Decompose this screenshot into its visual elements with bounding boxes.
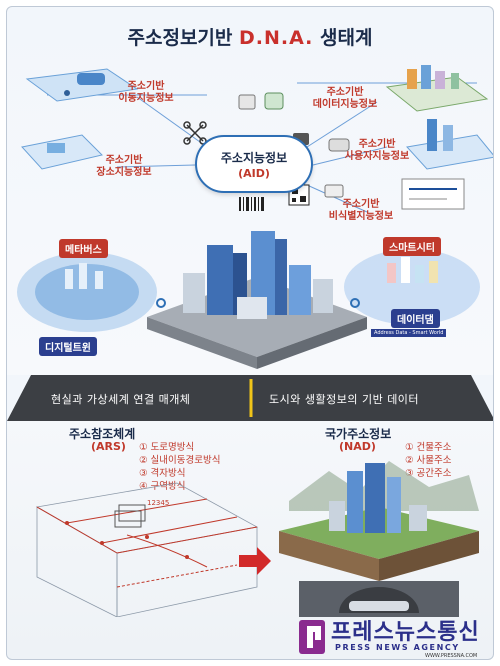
tag-datadam: 데이터댐 (391, 309, 440, 328)
user-city-illustration (406, 119, 493, 170)
central-city-platform (147, 231, 367, 369)
ars-grid-diagram (35, 482, 271, 617)
data-city-illustration (385, 65, 489, 112)
cloud-subtitle: (AID) (238, 167, 270, 180)
metaverse-disc (17, 252, 157, 332)
page-title: 주소정보기반 D.N.A. 생태계 (127, 27, 373, 49)
nad-item: ② 사물주소 (405, 455, 452, 466)
aid-cloud (195, 135, 313, 193)
ars-subtitle: (ARS) (91, 440, 126, 453)
drone-icon (183, 121, 207, 145)
tag-metaverse: 메타버스 (59, 239, 108, 258)
tag-twin: 디지털트윈 (39, 337, 97, 356)
car-illustration (25, 68, 139, 102)
smartcity-disc (344, 249, 480, 325)
road-text-right: 도시와 생활정보의 기반 데이터 (269, 393, 420, 406)
brand-mark-icon (299, 620, 325, 654)
brand-logo: 프레스뉴스통신 PRESS NEWS AGENCY WWW.PRESSNA.CO… (295, 614, 491, 659)
nad-title: 국가주소정보 (325, 427, 392, 441)
ars-dimension-label: 12345 (147, 499, 170, 507)
ars-title: 주소참조체계 (69, 427, 136, 441)
brand-english: PRESS NEWS AGENCY (335, 643, 460, 652)
nad-subtitle: (NAD) (339, 440, 376, 453)
place-illustration (21, 134, 103, 170)
road-markings (7, 375, 493, 421)
title-accent: D.N.A. (239, 27, 314, 49)
nad-city-diagram (279, 461, 479, 617)
infographic-frame: 주소정보기반 D.N.A. 생태계 (6, 6, 494, 660)
nad-item: ① 건물주소 (405, 442, 452, 453)
ars-item: ② 실내이동경로방식 (139, 455, 221, 466)
ars-list: ① 도로명방식 ② 실내이동경로방식 ③ 격자방식 ④ 구역방식 (139, 441, 220, 493)
brand-name: 프레스뉴스통신 (331, 620, 480, 645)
nad-item: ③ 공간주소 (405, 468, 452, 479)
top-diagram (17, 65, 493, 369)
brand-url: WWW.PRESSNA.COM (425, 653, 478, 659)
road-text-left: 현실과 가상세계 연결 매개체 (51, 393, 191, 406)
ars-item: ③ 격자방식 (139, 468, 186, 479)
datadam-subtitle: Address Data - Smart World (371, 329, 447, 337)
barcode-icon (239, 197, 264, 211)
tag-smartcity: 스마트시티 (383, 237, 441, 256)
nad-list: ① 건물주소 ② 사물주소 ③ 공간주소 (405, 441, 452, 480)
cloud-title: 주소지능정보 (220, 151, 288, 165)
ars-item: ① 도로명방식 (139, 442, 195, 453)
ars-item: ④ 구역방식 (139, 481, 186, 492)
